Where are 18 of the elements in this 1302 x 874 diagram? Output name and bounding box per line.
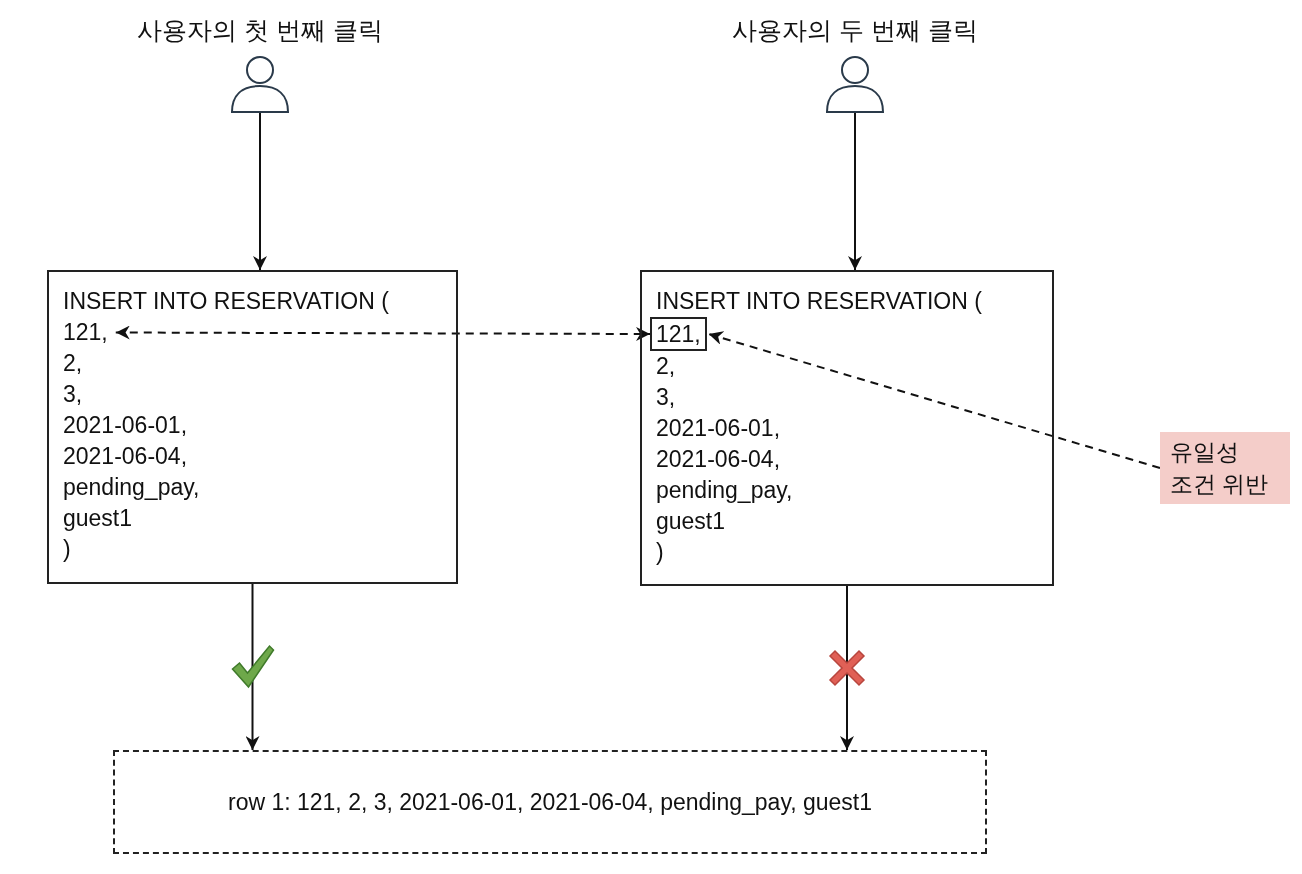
dashed-arrow xyxy=(707,331,1161,469)
arrow xyxy=(253,112,267,271)
arrow xyxy=(840,585,854,751)
highlighted-value: 121, xyxy=(650,317,707,351)
arrow xyxy=(245,583,260,751)
code-text: INSERT INTO RESERVATION ( xyxy=(656,287,983,316)
code-text: 2, 3, 2021-06-01, 2021-06-04, pending_pay, guest1 ) xyxy=(656,352,794,567)
code-text: INSERT INTO RESERVATION ( xyxy=(63,287,390,316)
code-box xyxy=(640,270,1054,586)
note-label: 유일성 조건 위반 xyxy=(1160,432,1290,504)
result-row: row 1: 121, 2, 3, 2021-06-01, 2021-06-04, pending_pay, guest1 xyxy=(113,750,987,854)
code-text: 2, 3, 2021-06-01, 2021-06-04, pending_pay, guest1 ) xyxy=(63,349,201,564)
arrow xyxy=(848,112,862,271)
code-text: 121, xyxy=(63,317,108,348)
code-box xyxy=(47,270,458,584)
caption-text: 사용자의 첫 번째 클릭 xyxy=(136,15,384,46)
caption-text: 사용자의 두 번째 클릭 xyxy=(731,15,979,46)
dashed-arrow xyxy=(114,325,651,341)
